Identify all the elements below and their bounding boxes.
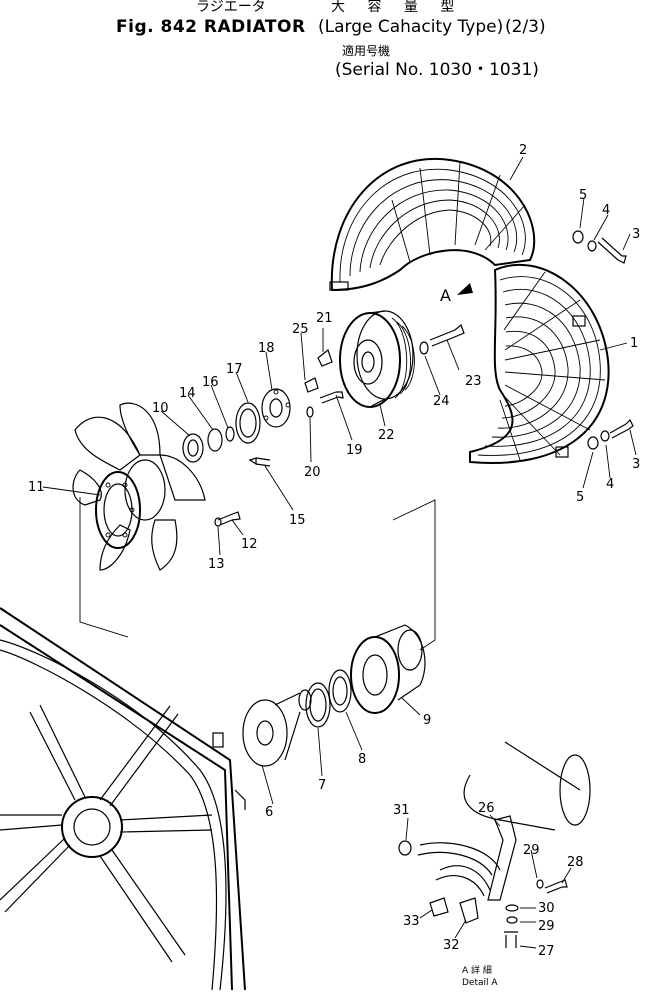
callout-29-top: 29 (523, 843, 540, 858)
bearing-parts-drawing (182, 426, 235, 463)
callout-11: 11 (28, 480, 45, 495)
serial-number: (Serial No. 1030・1031) (335, 60, 539, 80)
callout-1: 1 (630, 336, 638, 351)
callout-7: 7 (318, 778, 326, 793)
fan-drawing (72, 402, 241, 571)
fan-guard-drawing (329, 157, 610, 464)
callout-25: 25 (292, 322, 309, 337)
pulley-drawing (339, 310, 415, 408)
detail-a-drawing (398, 741, 591, 948)
assembly-line-left (79, 497, 129, 638)
callout-4-bottom: 4 (606, 477, 614, 492)
callout-labels: 2 1 3 4 5 3 4 5 23 24 22 21 25 18 17 16 … (28, 143, 640, 959)
title-japanese: ラジエータ (196, 0, 266, 15)
callout-4-top: 4 (602, 203, 610, 218)
callout-19: 19 (346, 443, 363, 458)
hub-assembly-drawing (242, 624, 426, 767)
callout-2: 2 (519, 143, 527, 158)
callout-5-bottom: 5 (576, 490, 584, 505)
figure-title: Fig. 842 RADIATOR (116, 17, 306, 37)
detail-caption-english: Detail A (462, 978, 498, 988)
radiator-shroud-drawing (0, 607, 246, 991)
bolt-23-drawing (419, 323, 465, 355)
view-arrow-icon (457, 283, 473, 295)
callout-12: 12 (241, 537, 258, 552)
applicable-japanese: 適用号機 (342, 44, 391, 58)
view-marker-label: A (440, 286, 451, 305)
callout-14: 14 (179, 386, 196, 401)
callout-15: 15 (289, 513, 306, 528)
figure-type: (Large Cahacity Type) (318, 17, 504, 37)
callout-31: 31 (393, 803, 410, 818)
callout-9: 9 (423, 713, 431, 728)
callout-22: 22 (378, 428, 395, 443)
callout-10: 10 (152, 401, 169, 416)
callout-28: 28 (567, 855, 584, 870)
callout-6: 6 (265, 805, 273, 820)
leader-lines (42, 156, 637, 949)
callout-13: 13 (208, 557, 225, 572)
callout-27: 27 (538, 944, 555, 959)
callout-26: 26 (478, 801, 495, 816)
figure-page-fraction: (2/3) (505, 17, 546, 37)
callout-21: 21 (316, 311, 333, 326)
detail-caption-japanese: A 詳 細 (462, 964, 492, 976)
callout-30: 30 (538, 901, 555, 916)
bolt-washer-set-top (572, 230, 627, 264)
flange-parts-drawing (235, 348, 344, 467)
callout-17: 17 (226, 362, 243, 377)
callout-32: 32 (443, 938, 460, 953)
callout-18: 18 (258, 341, 275, 356)
callout-29-bottom: 29 (538, 919, 555, 934)
bolt-washer-set-bottom (587, 418, 634, 450)
callout-23: 23 (465, 374, 482, 389)
callout-33: 33 (403, 914, 420, 929)
assembly-line-right (392, 499, 436, 651)
callout-3-bottom: 3 (632, 457, 640, 472)
callout-24: 24 (433, 394, 450, 409)
callout-20: 20 (304, 465, 321, 480)
callout-3-top: 3 (632, 227, 640, 242)
callout-16: 16 (202, 375, 219, 390)
callout-5-top: 5 (579, 188, 587, 203)
title-japanese-type: 大 容 量 型 (331, 0, 455, 15)
callout-8: 8 (358, 752, 366, 767)
